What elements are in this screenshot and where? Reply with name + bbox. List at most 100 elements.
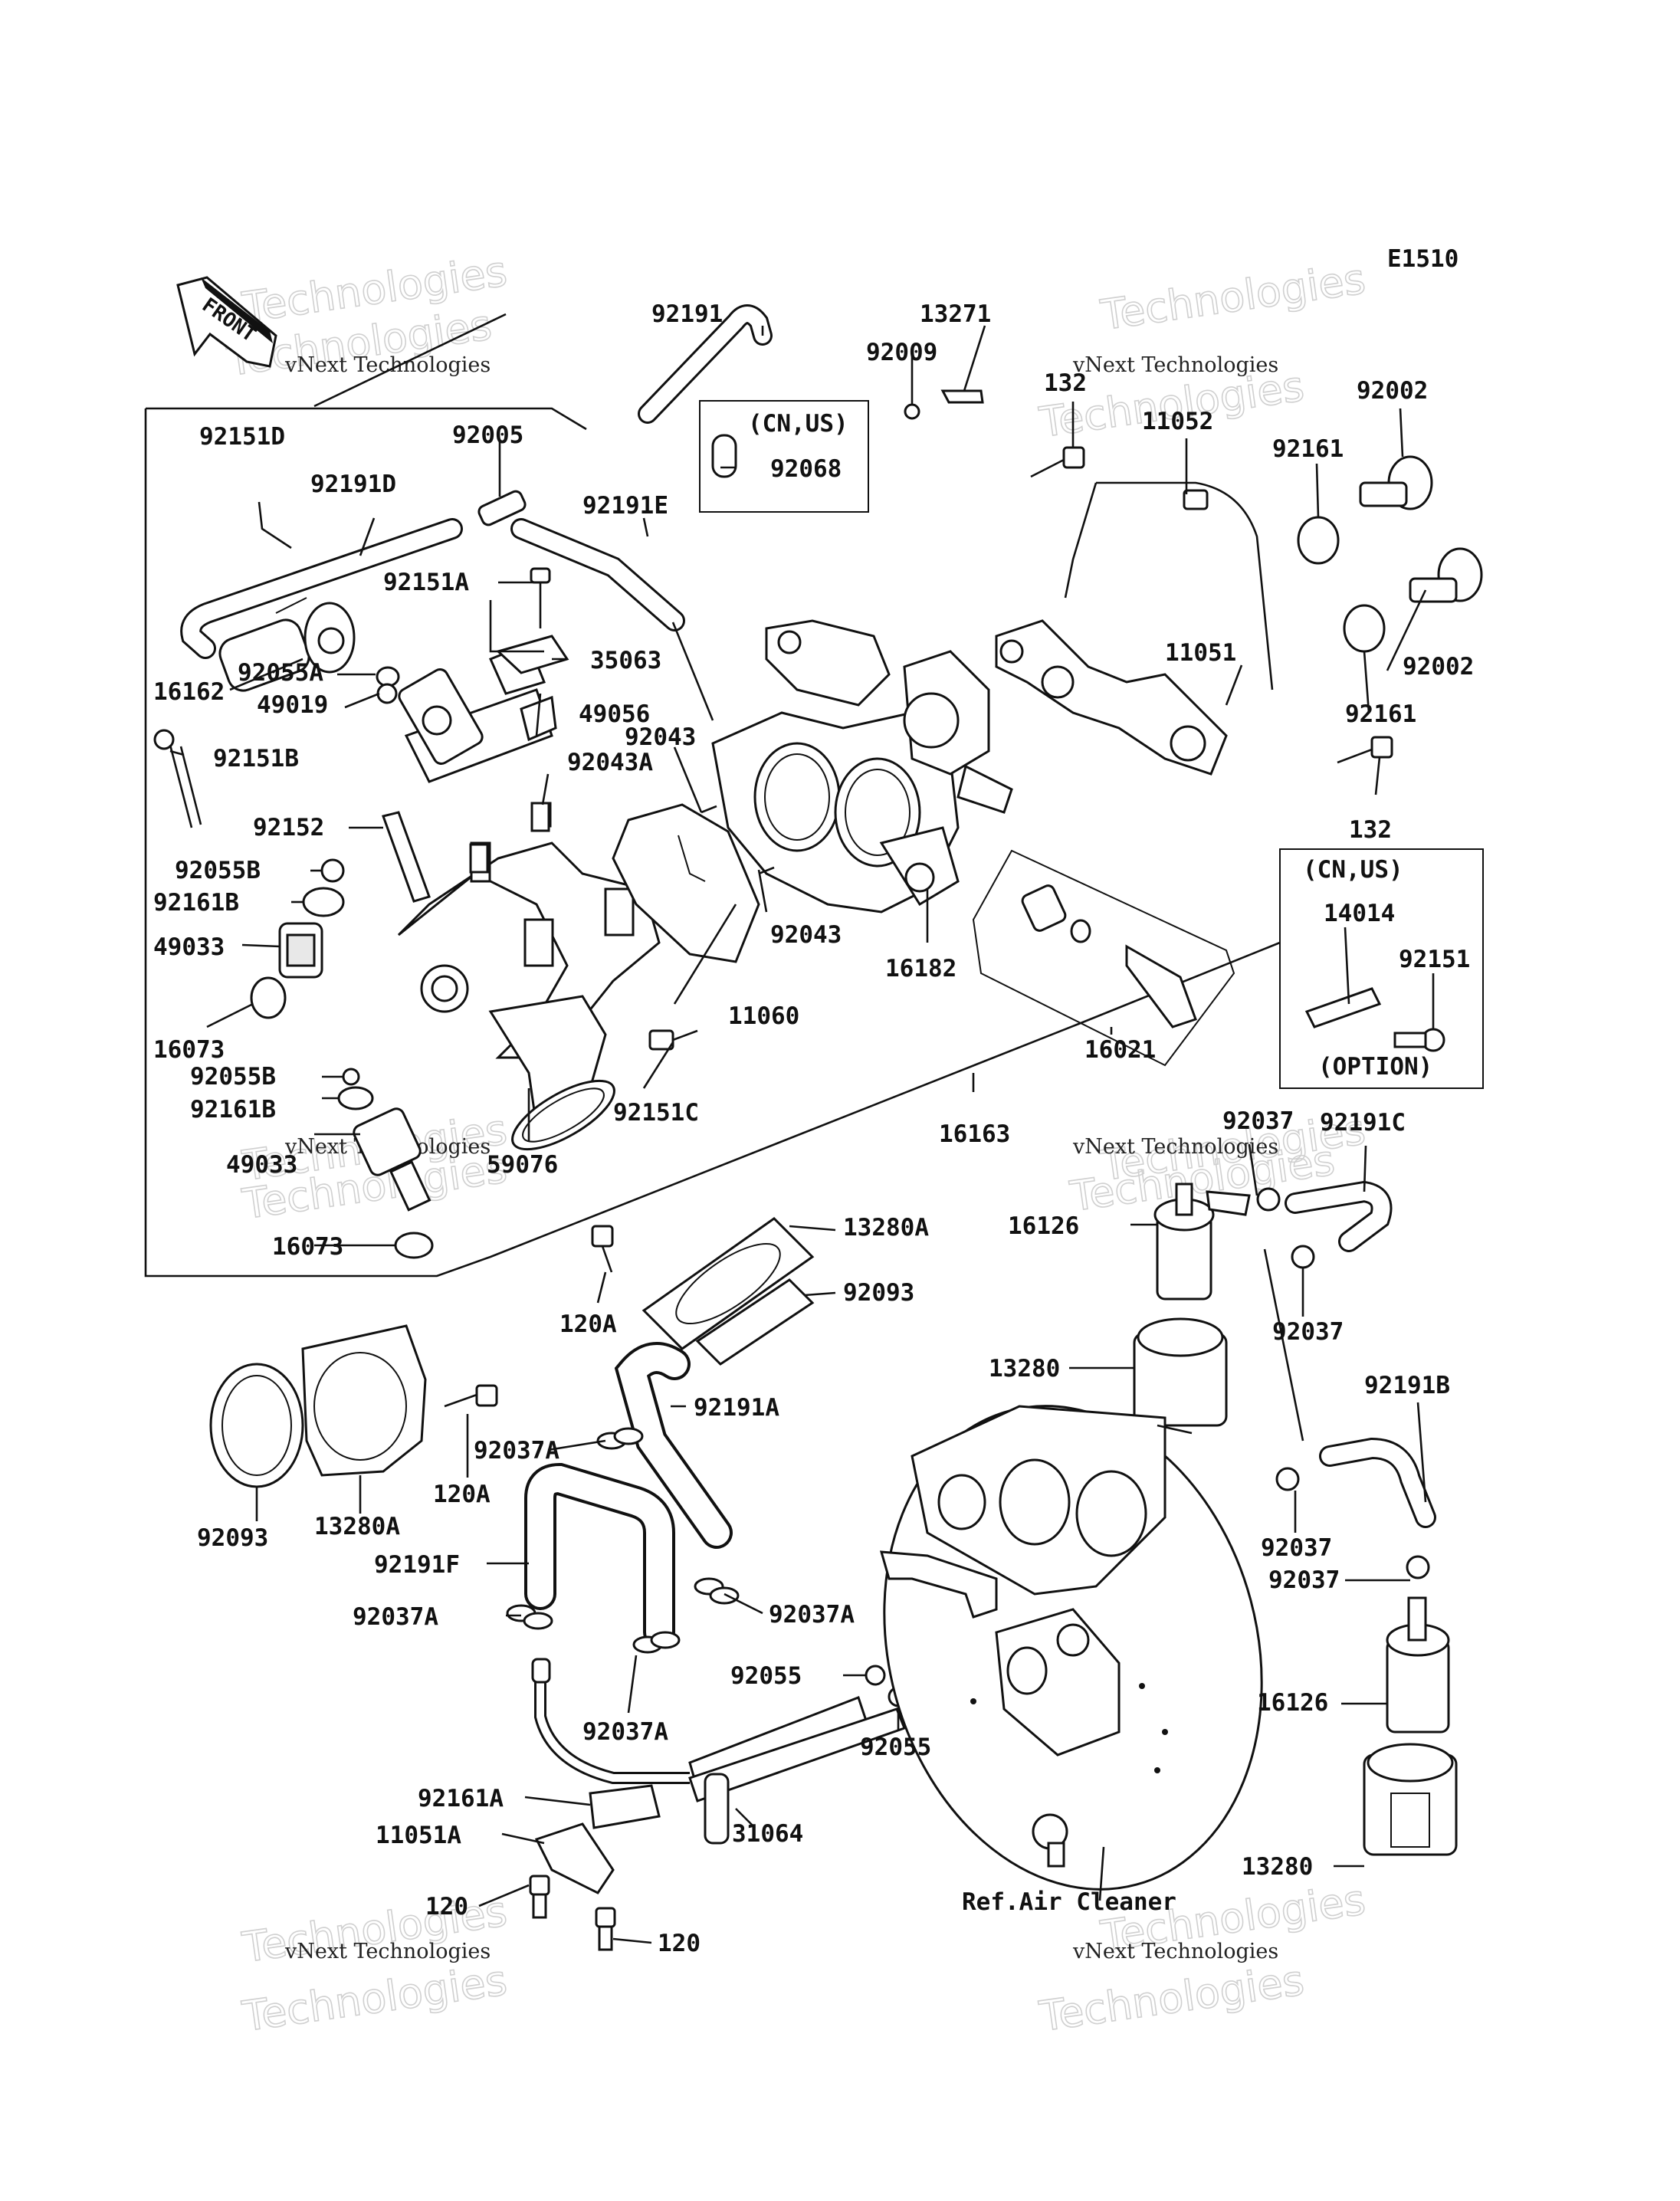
bracket-14014 [1304,987,1382,1028]
hose-92191b [1319,1437,1436,1528]
part-label: 92191F [374,1551,460,1579]
part-label: 92093 [197,1524,268,1552]
bracket-13271 [940,389,984,404]
part-label: 92151B [213,745,299,772]
part-label: 16182 [885,955,956,982]
part-label: 92191 [651,300,723,328]
part-label: 92191D [310,471,396,498]
gasket-13280a-top [641,1217,815,1350]
bracket-11052 [1064,481,1274,690]
clip-92037a [694,1577,740,1605]
bolt-92151a [530,567,551,628]
bracket-11051 [995,619,1228,776]
part-label: 92093 [843,1279,914,1307]
option-box [1279,848,1484,1089]
part-label: 16163 [939,1120,1010,1148]
pin-92043 [758,866,775,875]
part-label: 92037A [474,1437,559,1465]
sensor-set-16021 [1021,884,1197,1028]
throttle-body [711,619,1013,914]
hose-92191 [638,304,773,424]
bolt-92151c [648,1029,698,1051]
spacer-49019 [376,683,398,704]
part-label: 92191E [582,492,668,520]
gasket-11060-detail [678,835,706,882]
clip-92037a [506,1604,553,1630]
clip-92037a [596,1427,644,1450]
grommet-92161a [589,1784,661,1829]
collar-92002-bottom [1409,547,1483,603]
hose-92191a [614,1342,733,1549]
bracket-13280-top [1133,1317,1228,1427]
part-label: 120A [559,1310,617,1338]
grommet-92161-mid [1343,604,1386,653]
intake-manifold-59076 [397,802,661,1151]
part-label: 35063 [590,647,661,674]
clamp-92037 [1406,1555,1430,1579]
watermark-text: vNext Technologies [284,1940,491,1963]
part-label: 92151A [383,569,469,596]
hose-92191d [180,518,463,659]
part-label: 120 [425,1893,468,1921]
part-label: 92002 [1403,653,1474,681]
clamp-92037 [1275,1467,1300,1491]
part-label: 92055 [860,1734,931,1761]
part-label: 11052 [1142,408,1213,435]
oring-92055 [865,1665,886,1686]
gasket-13280a-ring [675,1242,781,1325]
callout-labels: 92191 13271 92009 132 11052 92002 92151D… [153,300,1474,1957]
hose-92191c [1285,1180,1393,1252]
part-label: 11051 [1165,639,1236,667]
dowel-92043a [530,802,550,832]
part-label: 92151D [199,423,285,451]
part-label: 92151C [613,1099,699,1127]
part-label: 132 [1044,369,1087,397]
part-label: 92055 [730,1662,802,1690]
part-label: 92043 [770,921,842,949]
watermark-text: vNext Technologies [1072,1135,1278,1159]
bolt-120a-bottom [444,1384,498,1408]
part-label: 92151 [1399,946,1470,973]
part-label: 14014 [1324,900,1395,927]
pipe-92152 [382,811,431,903]
variant-note-cn-us: (CN,US) [748,410,848,438]
part-label: 16162 [153,678,225,706]
part-label: 92161 [1272,435,1344,463]
part-label: 92161 [1345,700,1416,728]
part-label: 13280 [1242,1853,1313,1881]
group-boundary [144,408,1081,1278]
grommet-92161-top [1297,516,1340,565]
bolt-132-top [1030,446,1085,478]
leader-lines [169,325,1435,1944]
part-label: 92152 [253,814,324,841]
part-label: 132 [1349,816,1392,844]
part-label: 13280A [843,1214,929,1242]
plug-92068 [711,434,737,478]
bracket-11051a [534,1822,615,1894]
dowel-92043a [469,843,489,874]
part-label: 59076 [487,1151,558,1179]
collar-92002-top [1359,455,1433,510]
clip-92037a [632,1631,681,1654]
group-boundary [146,407,587,431]
variant-note-cn-us-right: (CN,US) [1303,856,1403,884]
part-label: 16021 [1084,1036,1156,1064]
part-label: 92043 [625,723,696,751]
part-label: 92068 [770,455,842,483]
part-label: 92037 [1268,1566,1340,1594]
part-label: 92161B [153,889,239,917]
leader-line [313,313,507,408]
injector-49033-lower [353,1107,431,1212]
watermark-text: vNext Technologies [1072,1940,1278,1963]
part-label: 92037A [769,1601,855,1629]
part-label: 13280 [989,1355,1060,1383]
bolt-132-bottom [1337,736,1393,764]
part-label: 16126 [1257,1689,1328,1717]
oring-92055b [320,858,345,883]
bolt-120 [595,1907,616,1951]
oring-92055a [376,666,400,687]
bracket-13280-bottom [1363,1743,1458,1856]
diagram-code: E1510 [1387,245,1459,273]
